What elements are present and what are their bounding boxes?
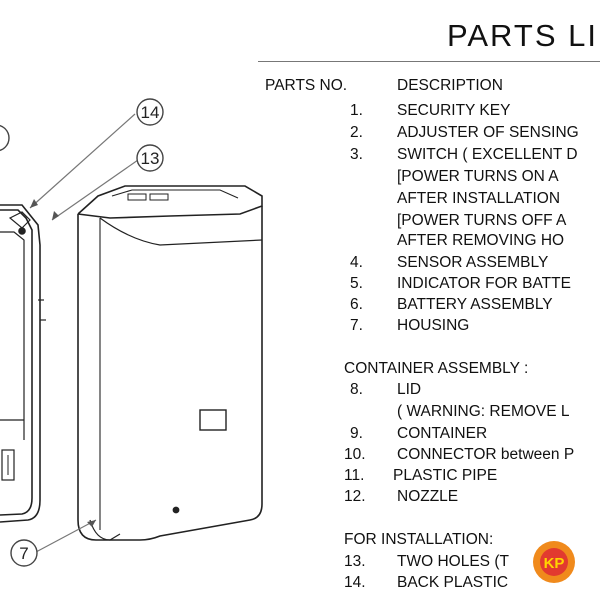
item-description: TWO HOLES (T	[397, 553, 509, 570]
item-description: SWITCH ( EXCELLENT D	[397, 146, 578, 163]
item-number: 9.	[350, 425, 363, 442]
item-number: 7.	[350, 317, 363, 334]
item-number: 5.	[350, 275, 363, 292]
item-number: 4.	[350, 254, 363, 271]
item-description: CONTAINER	[397, 425, 488, 442]
parts-no-header: PARTS NO.	[265, 77, 348, 94]
callout-leaders	[29, 113, 139, 553]
item-description: BACK PLASTIC	[397, 574, 509, 591]
item-description: [POWER TURNS OFF A	[397, 212, 567, 229]
callout-14: 14	[136, 98, 164, 126]
item-description: HOUSING	[397, 317, 470, 334]
callout-13: 13	[136, 144, 164, 172]
item-description: [POWER TURNS ON A	[397, 168, 559, 185]
svg-text:13: 13	[141, 149, 160, 168]
item-number: 6.	[350, 296, 363, 313]
item-number: 11.	[344, 467, 365, 484]
item-number: 1.	[350, 102, 363, 119]
item-description: BATTERY ASSEMBLY	[397, 296, 553, 313]
item-description: SENSOR ASSEMBLY	[397, 254, 549, 271]
container-assembly-header: CONTAINER ASSEMBLY :	[344, 360, 529, 377]
housing-unit-drawing	[0, 204, 46, 523]
item-number: 10.	[344, 446, 366, 463]
svg-text:14: 14	[141, 103, 160, 122]
item-description: PLASTIC PIPE	[393, 467, 498, 484]
item-description: SECURITY KEY	[397, 102, 511, 119]
callout-7: 7	[10, 539, 38, 567]
item-description: NOZZLE	[397, 488, 459, 505]
watermark-logo: KP	[533, 541, 575, 583]
item-number: 13.	[344, 553, 366, 570]
title-divider	[258, 61, 600, 62]
svg-text:KP: KP	[544, 555, 565, 572]
item-description: ( WARNING: REMOVE L	[397, 403, 570, 420]
item-number: 2.	[350, 124, 363, 141]
item-number: 3.	[350, 146, 363, 163]
page-title: PARTS LI	[447, 18, 598, 53]
installation-header: FOR INSTALLATION:	[344, 531, 494, 548]
svg-text:7: 7	[19, 544, 28, 563]
arrowheads	[30, 199, 96, 527]
item-description: AFTER INSTALLATION	[397, 190, 561, 207]
callout-partial	[0, 124, 10, 152]
item-description: CONNECTOR between P	[397, 446, 575, 463]
item-number: 8.	[350, 381, 363, 398]
item-description: ADJUSTER OF SENSING	[397, 124, 579, 141]
item-number: 14.	[344, 574, 366, 591]
item-number: 12.	[344, 488, 366, 505]
description-header: DESCRIPTION	[397, 77, 503, 94]
item-description: INDICATOR FOR BATTE	[397, 275, 571, 292]
item-description: LID	[397, 381, 422, 398]
item-description: AFTER REMOVING HO	[397, 232, 565, 249]
